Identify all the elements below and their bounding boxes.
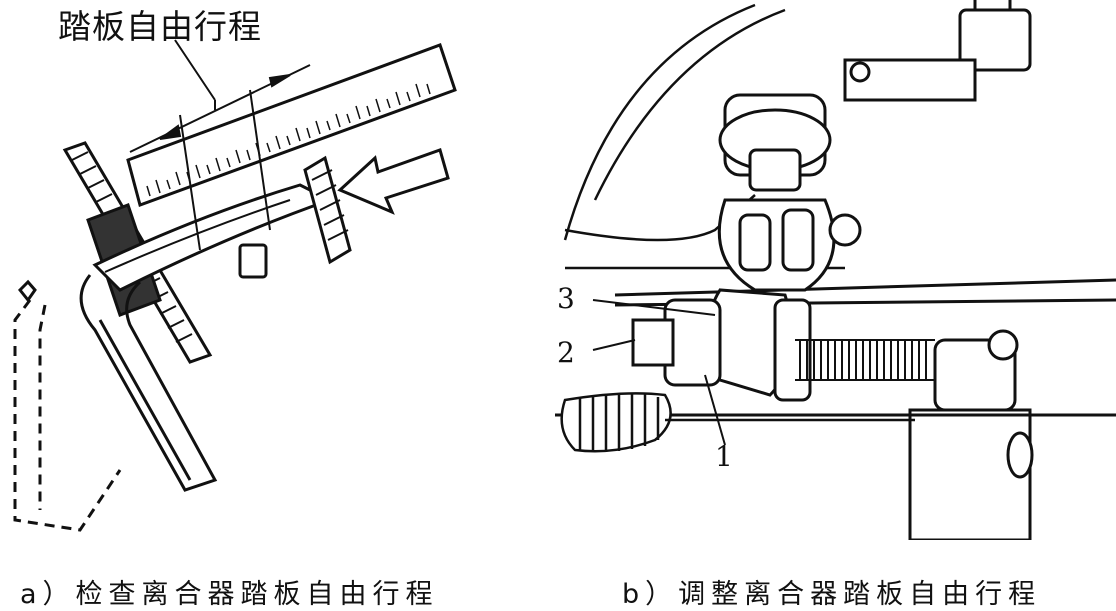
master-cylinder bbox=[555, 329, 1116, 540]
measuring-ruler[interactable] bbox=[126, 43, 457, 207]
threaded-rod bbox=[795, 339, 935, 381]
callout-leaders bbox=[592, 299, 726, 446]
callout-2: 2 bbox=[557, 336, 575, 369]
panel-a-drawing bbox=[13, 39, 457, 532]
return-spring bbox=[560, 392, 915, 453]
panel-a-check-free-travel: 踏板自由行程 bbox=[0, 0, 470, 540]
adjusting-rod-assembly bbox=[631, 288, 812, 402]
free-travel-label: 踏板自由行程 bbox=[58, 7, 262, 46]
caption-panel-b: b）调整离合器踏板自由行程 bbox=[622, 579, 1042, 610]
panel-b-drawing bbox=[555, 0, 1116, 540]
press-direction-arrow bbox=[337, 148, 450, 215]
callout-3: 3 bbox=[557, 282, 575, 315]
body-curve bbox=[563, 3, 756, 241]
upper-bracket bbox=[718, 0, 1032, 192]
clevis-fork bbox=[717, 198, 862, 292]
caption-panel-a: a）检查离合器踏板自由行程 bbox=[20, 579, 439, 610]
pedal-arm bbox=[13, 274, 218, 532]
callout-1: 1 bbox=[715, 440, 733, 473]
free-travel-dimension bbox=[129, 39, 311, 251]
panel-b-adjust-free-travel: 3 2 1 bbox=[555, 0, 1116, 540]
